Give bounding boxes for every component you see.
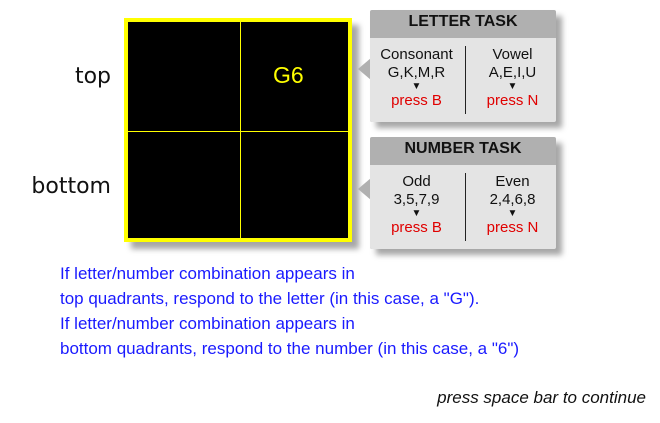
letter-task-vowel-column: Vowel A,E,I,U ▼ press N xyxy=(466,38,559,110)
grid-horizontal-line xyxy=(128,131,348,132)
down-arrow-icon: ▼ xyxy=(411,208,422,219)
instruction-line: If letter/number combination appears in xyxy=(60,314,355,333)
down-arrow-icon: ▼ xyxy=(411,81,422,92)
letter-task-left-items: G,K,M,R xyxy=(387,64,446,81)
letter-task-divider xyxy=(465,46,466,114)
instruction-line: bottom quadrants, respond to the number … xyxy=(60,339,520,358)
number-task-left-response: press B xyxy=(391,219,442,236)
number-task-left-items: 3,5,7,9 xyxy=(393,191,440,208)
number-task-right-response: press N xyxy=(486,219,539,236)
grid-vertical-line xyxy=(240,22,241,238)
number-task-right-items: 2,4,6,8 xyxy=(489,191,536,208)
letter-task-panel: LETTER TASK Consonant G,K,M,R ▼ press B … xyxy=(370,10,556,122)
letter-task-right-response: press N xyxy=(486,92,539,109)
row-label-bottom: bottom xyxy=(31,174,111,199)
instruction-line: top quadrants, respond to the letter (in… xyxy=(60,289,480,308)
down-arrow-icon: ▼ xyxy=(507,208,518,219)
instructions: If letter/number combination appears in … xyxy=(60,261,519,361)
number-task-even-column: Even 2,4,6,8 ▼ press N xyxy=(466,165,559,237)
number-task-panel: NUMBER TASK Odd 3,5,7,9 ▼ press B Even 2… xyxy=(370,137,556,249)
number-task-divider xyxy=(465,173,466,241)
letter-task-pointer xyxy=(358,58,371,80)
continue-prompt: press space bar to continue xyxy=(437,388,646,407)
number-task-odd-column: Odd 3,5,7,9 ▼ press B xyxy=(370,165,463,237)
letter-task-body: Consonant G,K,M,R ▼ press B Vowel A,E,I,… xyxy=(370,38,556,122)
number-task-left-heading: Odd xyxy=(402,173,431,190)
letter-task-right-heading: Vowel xyxy=(492,46,533,63)
letter-task-title: LETTER TASK xyxy=(408,13,518,30)
quadrant-grid: G6 xyxy=(124,18,352,242)
down-arrow-icon: ▼ xyxy=(507,81,518,92)
number-task-pointer xyxy=(358,178,371,200)
instruction-line: If letter/number combination appears in xyxy=(60,264,355,283)
letter-task-right-items: A,E,I,U xyxy=(488,64,537,81)
letter-task-consonant-column: Consonant G,K,M,R ▼ press B xyxy=(370,38,463,110)
number-task-right-heading: Even xyxy=(495,173,530,190)
number-task-body: Odd 3,5,7,9 ▼ press B Even 2,4,6,8 ▼ pre… xyxy=(370,165,556,249)
number-task-title: NUMBER TASK xyxy=(404,140,522,157)
row-label-top: top xyxy=(74,64,111,89)
letter-task-left-heading: Consonant xyxy=(380,46,453,63)
letter-task-left-response: press B xyxy=(391,92,442,109)
stimulus: G6 xyxy=(273,62,304,88)
